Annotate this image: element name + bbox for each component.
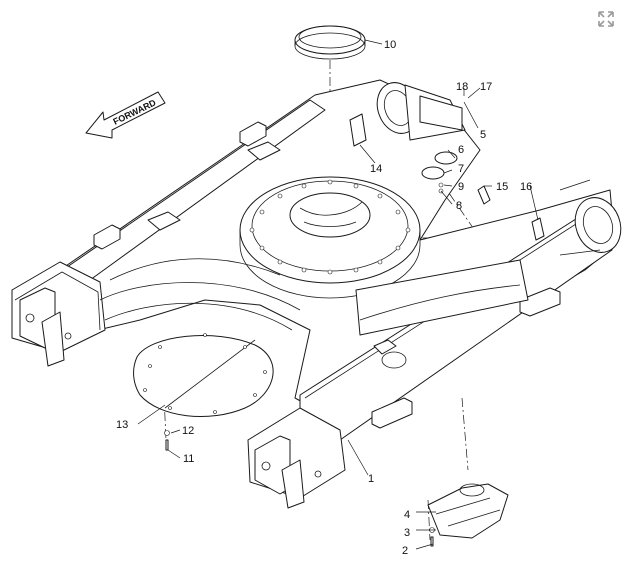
centerline [461, 397, 469, 471]
small-cap-parts [421, 151, 458, 194]
cover-plate-5 [419, 95, 463, 131]
callout-8: 8 [456, 200, 462, 212]
washer-12 [164, 430, 170, 436]
callout-17: 17 [480, 81, 492, 93]
cover-plate [133, 333, 274, 418]
callout-15: 15 [496, 181, 508, 193]
callout-3: 3 [404, 527, 410, 539]
callout-2: 2 [402, 545, 408, 557]
callout-13: 13 [116, 419, 128, 431]
part-16 [531, 217, 545, 241]
callout-12: 12 [182, 425, 194, 437]
swing-bearing-ring [294, 25, 366, 60]
turntable [239, 176, 421, 299]
track-guard [427, 483, 509, 539]
part-15 [477, 185, 491, 205]
expand-icon [598, 11, 614, 27]
callout-10: 10 [384, 39, 396, 51]
callout-7: 7 [458, 163, 464, 175]
callout-4: 4 [404, 509, 410, 521]
callout-9: 9 [458, 181, 464, 193]
lower-frame-body [11, 79, 622, 509]
leader-lines [137, 39, 539, 550]
callout-6: 6 [458, 144, 464, 156]
frame-brackets [93, 121, 561, 429]
bolt-2 [430, 536, 434, 547]
expand-button[interactable] [593, 6, 619, 32]
callouts: 1 2 3 4 5 6 7 8 9 10 11 12 13 14 15 16 1… [116, 39, 532, 557]
bolt-11 [165, 439, 169, 451]
callout-1: 1 [368, 473, 374, 485]
callout-18: 18 [456, 81, 468, 93]
callout-11: 11 [183, 453, 194, 465]
part-14 [349, 113, 367, 147]
callout-14: 14 [370, 163, 382, 175]
callout-16: 16 [520, 181, 532, 193]
callout-5: 5 [480, 129, 486, 141]
direction-arrow: FORWARD [85, 91, 166, 139]
